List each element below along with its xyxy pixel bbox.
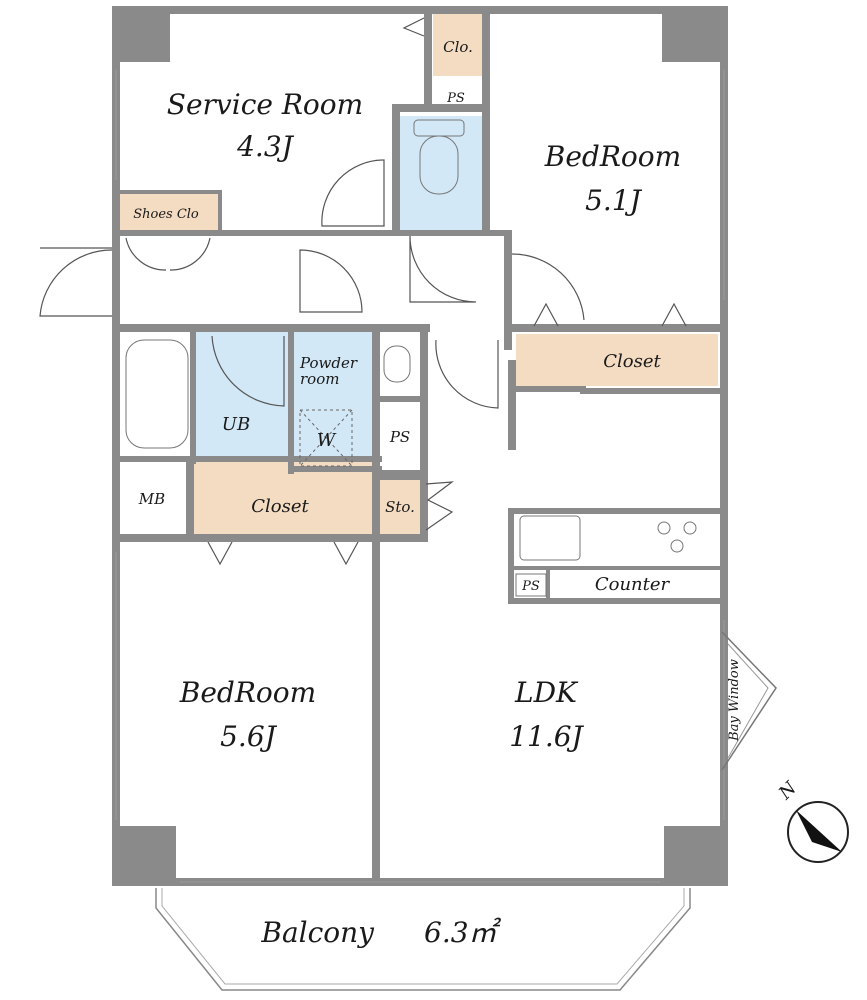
mb-label: MB: [138, 490, 165, 508]
toilet-fill: [400, 116, 482, 232]
bedroom-ne-size: 5.1J: [585, 184, 643, 217]
doors: [39, 17, 687, 566]
kitchen-sink: [519, 515, 581, 561]
balcony-outline: [155, 888, 691, 991]
powder-room-label-2: room: [300, 370, 339, 388]
ps-top-label: PS: [446, 91, 465, 106]
room-fills: [118, 14, 718, 534]
compass: N: [774, 777, 849, 863]
washer-label: W: [317, 430, 337, 451]
shoes-clo-fill: [118, 194, 218, 232]
windows: [115, 70, 725, 883]
sink: [383, 345, 411, 383]
walls: [112, 6, 728, 886]
compass-needle-icon: [796, 810, 842, 852]
balcony-name: Balcony: [260, 916, 375, 949]
ub-fill: [196, 332, 292, 458]
closet-ne-fill: [516, 334, 718, 386]
bedroom-sw-name: BedRoom: [179, 676, 316, 709]
clo-label: Clo.: [443, 38, 473, 56]
bay-window-label: Bay Window: [727, 659, 742, 742]
closet-mid-fill: [194, 462, 372, 534]
compass-north-label: N: [774, 777, 802, 805]
stove-icon: [657, 521, 697, 553]
fixtures: [125, 119, 697, 597]
balcony-size: 6.3㎡: [424, 916, 502, 949]
powder-room-label-1: Powder: [299, 354, 358, 372]
ldk-size: 11.6J: [509, 720, 584, 753]
bathtub: [125, 339, 189, 449]
shoes-clo-label: Shoes Clo: [133, 207, 199, 222]
ps-mid-label: PS: [389, 428, 410, 446]
sto-fill: [380, 480, 420, 534]
bedroom-sw-size: 5.6J: [220, 720, 278, 753]
counter-label: Counter: [595, 574, 671, 595]
room-labels: Service Room 4.3J BedRoom 5.1J BedRoom 5…: [133, 38, 742, 949]
service-room-size: 4.3J: [236, 130, 295, 163]
ldk-name: LDK: [514, 676, 579, 709]
closet-mid-label: Closet: [251, 496, 309, 517]
ps-kitchen-box: [515, 573, 547, 597]
toilet-bowl: [419, 135, 459, 195]
bedroom-ne-name: BedRoom: [544, 140, 681, 173]
ub-label: UB: [222, 414, 250, 435]
clo-fill: [433, 14, 483, 76]
washer-box: [299, 409, 353, 467]
ps-kitchen-label: PS: [521, 579, 540, 594]
bay-window: [721, 631, 777, 771]
service-room-name: Service Room: [167, 88, 363, 121]
sto-label: Sto.: [385, 498, 415, 516]
closet-ne-label: Closet: [603, 351, 661, 372]
